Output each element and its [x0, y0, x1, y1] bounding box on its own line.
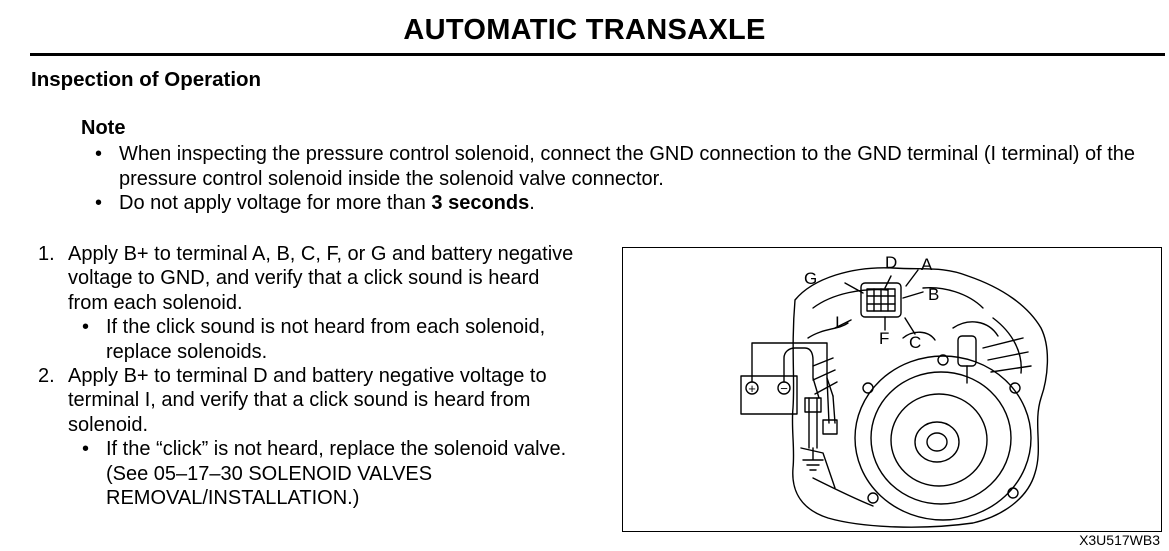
label-I: I — [835, 313, 840, 332]
note-text-end: . — [529, 192, 535, 214]
negative-lead — [783, 347, 820, 399]
step-1-sub: • If the click sound is not heard from e… — [38, 315, 578, 364]
note-emphasis: 3 seconds — [431, 192, 530, 214]
label-F: F — [879, 329, 889, 348]
step-2-sub: • If the “click” is not heard, replace t… — [38, 437, 578, 510]
step-text: Apply B+ to terminal D and battery negat… — [68, 365, 547, 436]
label-A: A — [921, 255, 933, 274]
sub-text: If the click sound is not heard from eac… — [106, 316, 546, 363]
transaxle-illustration: + − D A G B I F C — [740, 253, 1049, 528]
transaxle-figure: + − D A G B I F C — [622, 247, 1162, 532]
step-2: 2. Apply B+ to terminal D and battery ne… — [38, 364, 578, 437]
battery-plus-label: + — [748, 381, 756, 396]
note-list: • When inspecting the pressure control so… — [95, 142, 1155, 216]
note-item: • When inspecting the pressure control so… — [95, 142, 1155, 191]
label-B: B — [928, 285, 939, 304]
note-text: Do not apply voltage for more than — [119, 192, 432, 214]
bullet-icon: • — [82, 316, 90, 339]
bullet-icon: • — [82, 438, 90, 461]
note-item: • Do not apply voltage for more than 3 se… — [95, 191, 1155, 216]
sub-text: If the “click” is not heard, replace the… — [106, 438, 567, 510]
label-C: C — [909, 333, 921, 352]
section-title: Inspection of Operation — [31, 68, 262, 91]
page-title: AUTOMATIC TRANSAXLE — [403, 14, 766, 46]
bullet-icon: • — [95, 143, 103, 165]
positive-lead — [751, 342, 834, 397]
step-1: 1. Apply B+ to terminal A, B, C, F, or G… — [38, 242, 578, 315]
title-rule — [30, 53, 1165, 56]
bell-housing — [854, 355, 1032, 521]
label-D: D — [885, 253, 897, 272]
step-number: 2. — [38, 365, 55, 388]
transaxle-case — [791, 267, 1049, 528]
battery — [740, 375, 798, 415]
note-heading: Note — [81, 117, 126, 139]
step-number: 1. — [38, 243, 55, 265]
note-text: When inspecting the pressure control sol… — [119, 143, 1136, 190]
solenoid-connector — [860, 282, 902, 318]
step-text: Apply B+ to terminal A, B, C, F, or G an… — [68, 243, 574, 314]
procedure-steps: 1. Apply B+ to terminal A, B, C, F, or G… — [38, 242, 578, 510]
battery-minus-label: − — [780, 381, 788, 396]
figure-code: X3U517WB3 — [1079, 532, 1160, 548]
label-G: G — [804, 269, 817, 288]
bullet-icon: • — [95, 192, 103, 214]
